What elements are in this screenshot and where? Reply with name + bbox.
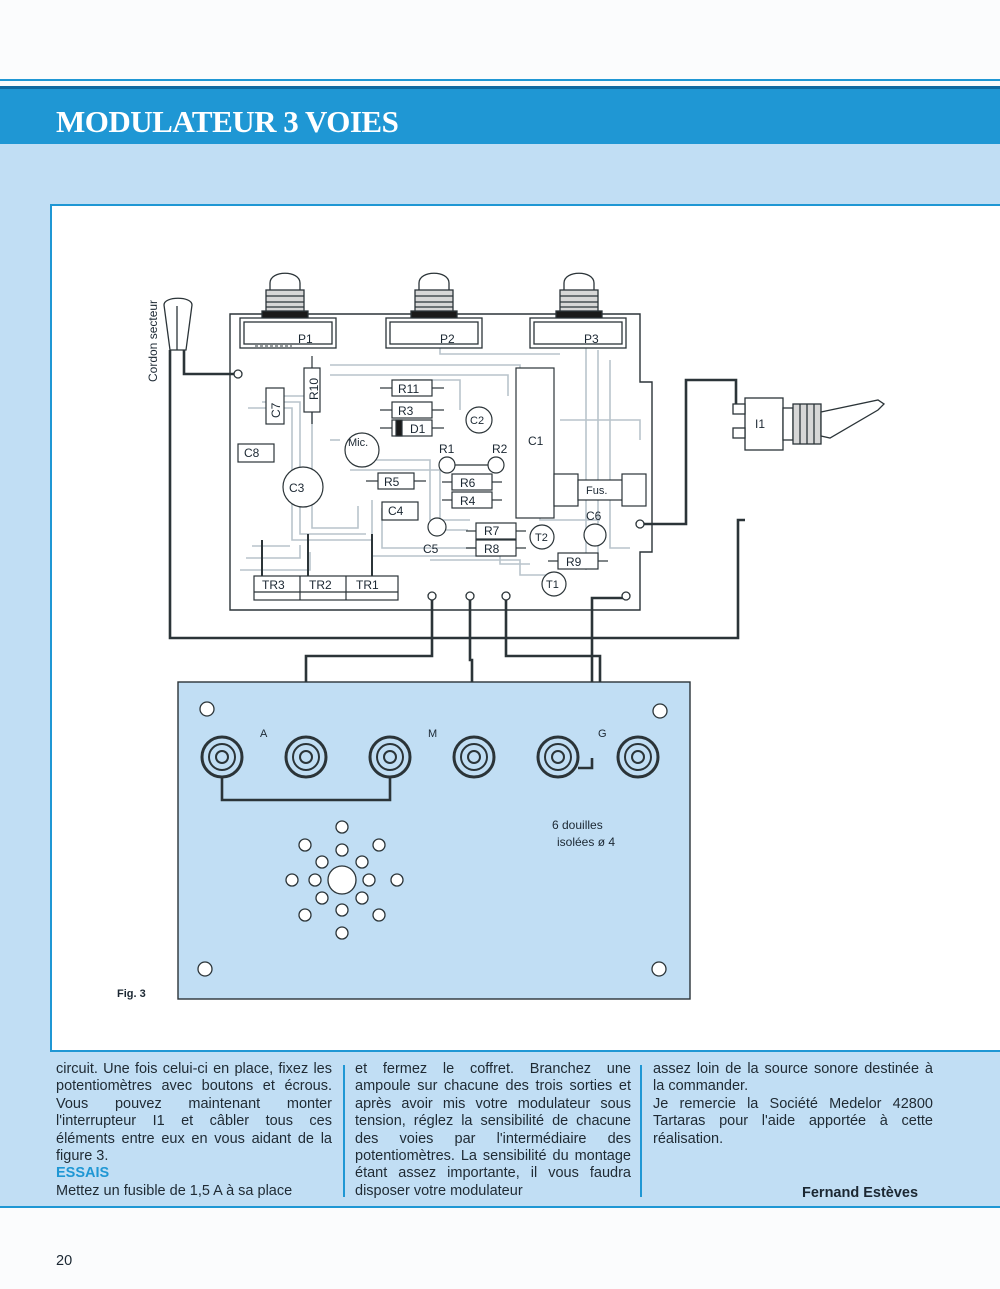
panel-caption-line2: isolées ø 4 — [557, 835, 615, 849]
socket-5 — [536, 735, 580, 779]
figure-label: Fig. 3 — [117, 988, 146, 1000]
author-signature: Fernand Estèves — [802, 1185, 919, 1201]
panel-mounting-holes — [197, 701, 668, 977]
col1-paragraph-1: circuit. Une fois celui-ci en place, fix… — [56, 1061, 332, 1165]
panel-caption-line1: 6 douilles — [552, 818, 603, 832]
front-panel — [177, 681, 691, 1000]
pcb-outline — [229, 313, 653, 611]
socket-6 — [616, 735, 660, 779]
label-c7: C7 — [269, 402, 283, 418]
label-r6: R6 — [460, 476, 476, 490]
col2-paragraph-1: et fermez le coffret. Branchez une ampou… — [355, 1061, 631, 1199]
header-thin-rule — [0, 79, 1000, 81]
mic-grille-holes — [285, 820, 404, 940]
page-number: 20 — [56, 1253, 73, 1269]
socket-2 — [284, 735, 328, 779]
capacitor-c3 — [282, 466, 324, 508]
label-c4: C4 — [388, 504, 404, 518]
label-r9: R9 — [566, 555, 582, 569]
label-r11: R11 — [398, 382, 419, 396]
label-mic: Mic. — [348, 437, 368, 449]
diode-d1-band — [395, 419, 403, 437]
capacitor-c5 — [427, 517, 447, 537]
label-r7: R7 — [484, 524, 500, 538]
label-c3: C3 — [289, 481, 305, 495]
label-c2: C2 — [470, 415, 484, 427]
capacitor-c4 — [381, 501, 419, 521]
label-t1: T1 — [546, 579, 559, 591]
mains-cord — [163, 297, 193, 351]
col3-paragraph-1: assez loin de la source sonore destinée … — [653, 1061, 933, 1095]
text-column-2: et fermez le coffret. Branchez une ampou… — [355, 1061, 631, 1200]
triac-block — [253, 575, 399, 601]
label-r1: R1 — [439, 442, 455, 456]
label-c8: C8 — [244, 446, 260, 460]
solder-pads — [233, 369, 645, 601]
transistor-t2 — [529, 524, 555, 550]
col3-paragraph-2: Je remercie la Société Medelor 42800 Tar… — [653, 1095, 933, 1147]
label-tr3: TR3 — [262, 578, 285, 592]
label-r8: R8 — [484, 542, 500, 556]
label-tr2: TR2 — [309, 578, 332, 592]
cord-label: Cordon secteur — [146, 300, 160, 382]
pcb-traces — [240, 340, 641, 576]
triac-leads — [261, 534, 373, 576]
capacitor-c1 — [515, 367, 555, 519]
label-r3: R3 — [398, 404, 414, 418]
label-r4: R4 — [460, 494, 476, 508]
text-column-3: assez loin de la source sonore destinée … — [653, 1061, 933, 1148]
panel-wiring — [220, 758, 594, 802]
socket-label-a: A — [260, 728, 268, 740]
potentiometer-p2 — [385, 272, 483, 349]
fuse-clip-right — [621, 473, 647, 507]
socket-label-m: M — [428, 728, 437, 740]
capacitor-c7 — [265, 387, 285, 425]
microphone — [344, 432, 380, 468]
pot-label-p2: P2 — [440, 332, 455, 346]
capacitor-c8 — [237, 443, 275, 463]
pot-label-p1: P1 — [298, 332, 313, 346]
column-rule-2 — [640, 1065, 642, 1197]
resistor-r1-pad — [438, 456, 456, 474]
footer-rule — [0, 1206, 1000, 1208]
label-t2: T2 — [535, 532, 548, 544]
column-rule-1 — [343, 1065, 345, 1197]
potentiometer-p1 — [239, 272, 337, 349]
label-r10: R10 — [307, 378, 321, 400]
transistor-t1 — [541, 571, 567, 597]
capacitor-c6 — [583, 523, 607, 547]
label-c6: C6 — [586, 509, 602, 523]
switch-i1 — [732, 397, 886, 451]
text-column-1: circuit. Une fois celui-ci en place, fix… — [56, 1061, 332, 1200]
socket-label-g: G — [598, 728, 607, 740]
capacitor-c2 — [465, 406, 493, 434]
fuse-clip-left — [553, 473, 579, 507]
switch-label: I1 — [755, 417, 765, 431]
label-r2: R2 — [492, 442, 508, 456]
resistor-r2-pad — [487, 456, 505, 474]
col1-paragraph-2: Mettez un fusible de 1,5 A à sa place — [56, 1182, 293, 1199]
section-heading-essais: ESSAIS — [56, 1165, 110, 1182]
article-title: MODULATEUR 3 VOIES — [56, 104, 399, 139]
pot-label-p3: P3 — [584, 332, 599, 346]
socket-4 — [452, 735, 496, 779]
label-fus: Fus. — [586, 485, 607, 497]
label-tr1: TR1 — [356, 578, 379, 592]
label-r5: R5 — [384, 475, 400, 489]
label-c1: C1 — [528, 434, 544, 448]
label-c5: C5 — [423, 542, 439, 556]
label-d1: D1 — [410, 422, 426, 436]
potentiometer-p3 — [529, 272, 627, 349]
